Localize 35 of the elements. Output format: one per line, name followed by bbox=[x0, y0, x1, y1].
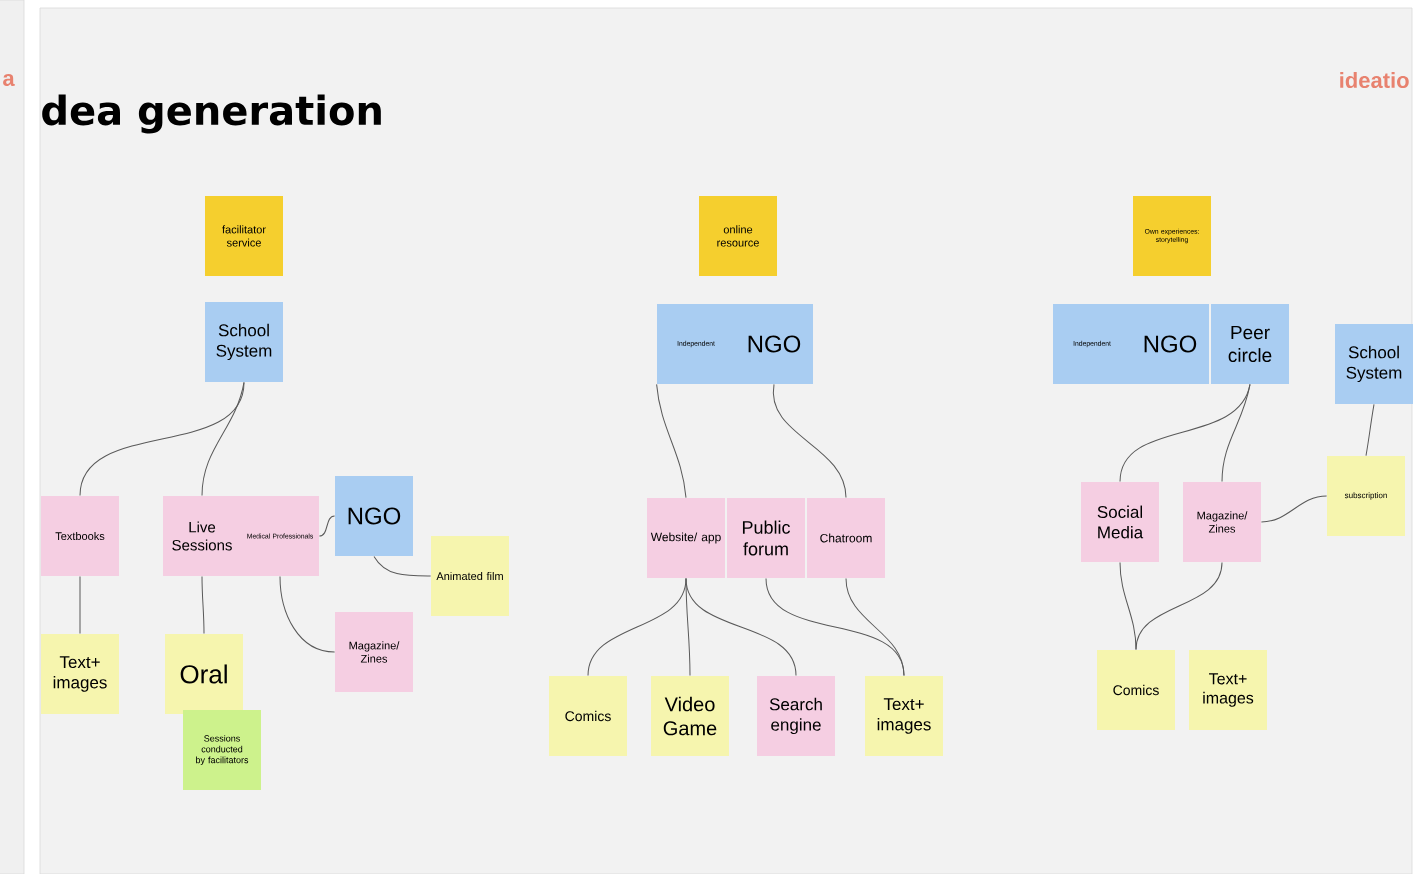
sticky-note: Oral bbox=[165, 634, 243, 714]
sticky-note: Peer circle bbox=[1211, 304, 1289, 384]
sticky-note: Search engine bbox=[757, 676, 835, 756]
sticky-note: Text+ images bbox=[41, 634, 119, 714]
sticky-note: School System bbox=[205, 302, 283, 382]
connector bbox=[1221, 383, 1251, 483]
connector bbox=[1260, 495, 1328, 523]
sticky-note: NGO bbox=[335, 476, 413, 556]
connector bbox=[79, 381, 245, 497]
connector bbox=[1119, 561, 1137, 651]
sticky-note: School System bbox=[1335, 324, 1413, 404]
connector bbox=[201, 381, 245, 497]
sticky-note: Text+ images bbox=[1189, 650, 1267, 730]
sticky-note: NGO bbox=[1131, 304, 1209, 384]
connector bbox=[656, 383, 687, 499]
connector bbox=[1365, 403, 1375, 457]
sticky-note: Social Media bbox=[1081, 482, 1159, 562]
sticky-note: Public forum bbox=[727, 498, 805, 578]
connector bbox=[373, 555, 432, 577]
connector bbox=[1135, 561, 1223, 651]
sticky-note: Text+ images bbox=[865, 676, 943, 756]
connector bbox=[685, 577, 797, 677]
heading-text: ideatio bbox=[1340, 71, 1409, 89]
connector bbox=[201, 575, 205, 635]
heading-text: a bbox=[3, 74, 15, 87]
connector bbox=[765, 577, 905, 677]
connector bbox=[773, 383, 847, 499]
connector bbox=[685, 577, 691, 677]
connector bbox=[79, 575, 81, 635]
connector bbox=[318, 515, 336, 537]
connector bbox=[845, 577, 905, 677]
sticky-note: NGO bbox=[735, 304, 813, 384]
title: dea generation bbox=[42, 94, 381, 134]
sticky-note: Video Game bbox=[651, 676, 729, 756]
connector bbox=[279, 575, 336, 653]
